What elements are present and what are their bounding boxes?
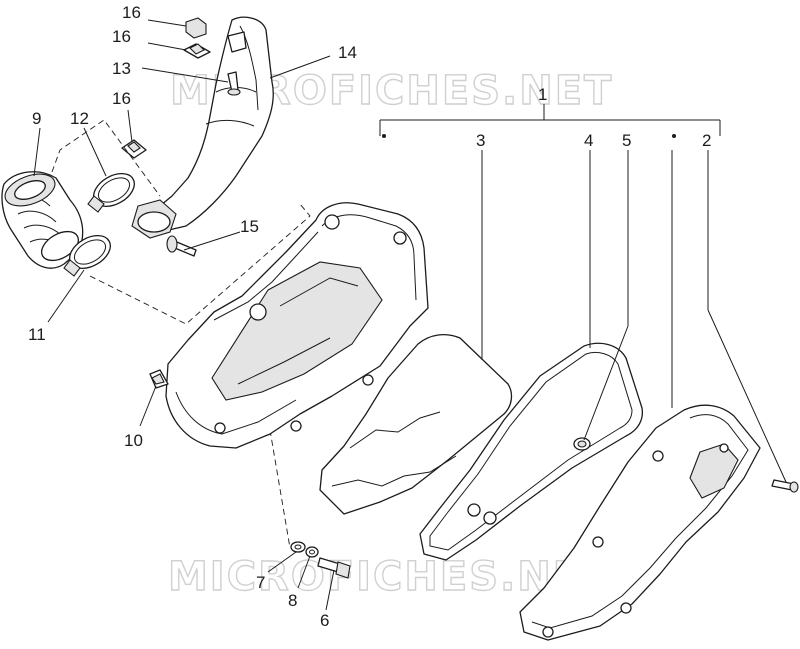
clip-10 (149, 369, 169, 389)
callout-8: 8 (288, 591, 297, 610)
gasket (419, 342, 644, 561)
washer-7 (290, 541, 306, 553)
screw-2 (771, 479, 799, 493)
callout-16-lower: 16 (112, 89, 131, 108)
watermark-bottom: MICROFICHES.NET (168, 554, 611, 600)
grommet-5 (573, 437, 591, 451)
clip-nut-top (185, 17, 207, 39)
bellows-hose (1, 171, 84, 269)
callout-13: 13 (112, 59, 131, 78)
callout-9: 9 (32, 109, 41, 128)
callout-4: 4 (584, 131, 593, 150)
callout-16-middle: 16 (112, 27, 131, 46)
air-box-housing (165, 202, 429, 449)
callout-6: 6 (320, 611, 329, 630)
callout-2: 2 (702, 131, 711, 150)
leader-lines (33, 19, 787, 611)
callout-7: 7 (256, 573, 265, 592)
air-box-cover (519, 404, 761, 641)
callout-15: 15 (240, 217, 259, 236)
callout-3: 3 (476, 131, 485, 150)
hose-clamp-12 (87, 172, 135, 213)
hose-clamp-11 (63, 234, 111, 277)
washer-8 (305, 546, 319, 558)
callout-1: 1 (538, 85, 547, 104)
callout-14: 14 (338, 43, 357, 62)
clip-nut-lower (121, 139, 147, 159)
callout-11: 11 (28, 325, 46, 344)
screw-13 (227, 71, 241, 96)
callout-5: 5 (622, 131, 631, 150)
bolt-6 (317, 557, 351, 579)
callout-12: 12 (70, 109, 89, 128)
callout-10: 10 (124, 431, 143, 450)
screw-15 (166, 235, 197, 257)
callout-16-top: 16 (122, 3, 141, 22)
filter-element (319, 333, 513, 515)
intake-duct (131, 16, 274, 239)
clip-nut-middle (183, 43, 211, 59)
